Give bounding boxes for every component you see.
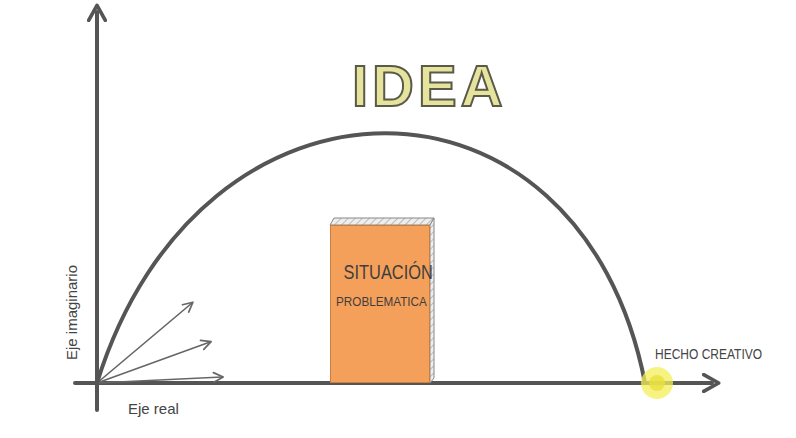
- diagram-title: IDEA: [352, 52, 507, 119]
- box-side-edge: [430, 218, 434, 383]
- problem-box: SITUACIÓN PROBLEMATICA: [330, 225, 430, 383]
- box-top-edge: [330, 218, 434, 225]
- axis-label: Eje real: [128, 400, 179, 417]
- axis-label: Eje imaginario: [63, 264, 80, 359]
- creative-spark: [641, 367, 673, 399]
- vector-arrow: [97, 377, 222, 383]
- creative-spark: [649, 375, 665, 391]
- box-subheading: PROBLEMATICA: [336, 294, 427, 309]
- imaginary-axis: [95, 12, 99, 410]
- result-label: HECHO CREATIVO: [655, 345, 762, 362]
- box-heading: SITUACIÓN: [344, 260, 433, 284]
- idea-arch: [97, 133, 645, 383]
- vector-arrow: [97, 342, 210, 383]
